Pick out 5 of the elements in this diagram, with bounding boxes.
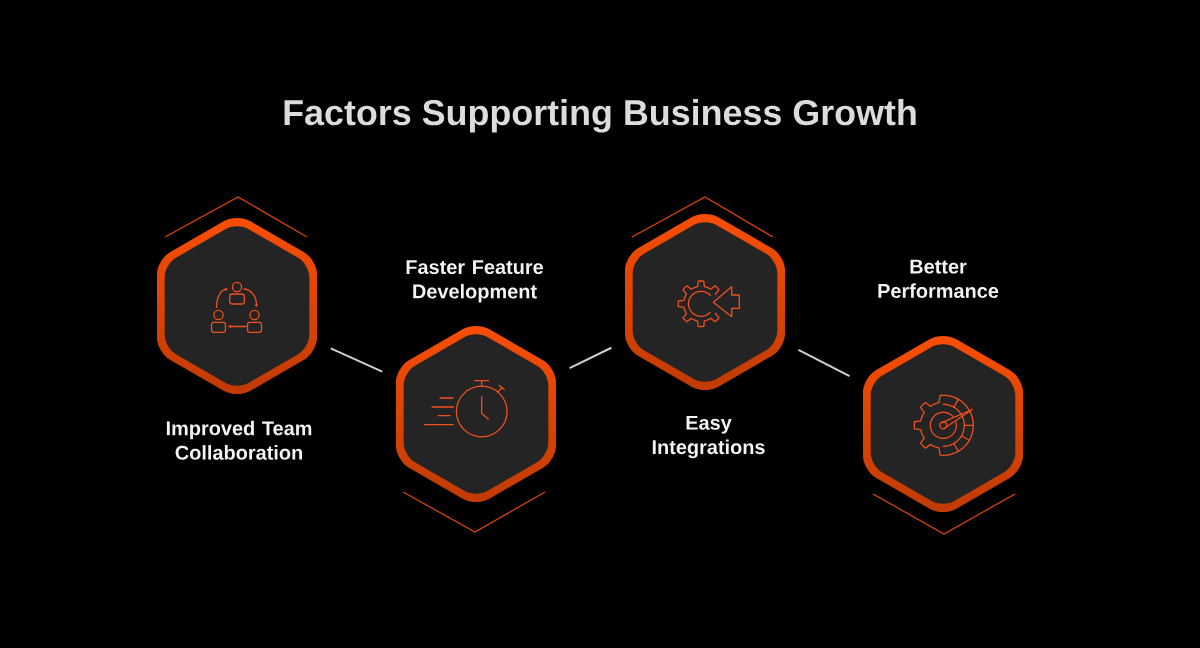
- node-label: Better Performance: [878, 259, 999, 298]
- node-label: Easy Integrations: [652, 415, 765, 459]
- node-label: Faster Feature Development: [406, 260, 543, 303]
- node-label: Improved Team Collaboration: [166, 420, 312, 460]
- title: Factors Supporting Business Growth: [284, 99, 916, 133]
